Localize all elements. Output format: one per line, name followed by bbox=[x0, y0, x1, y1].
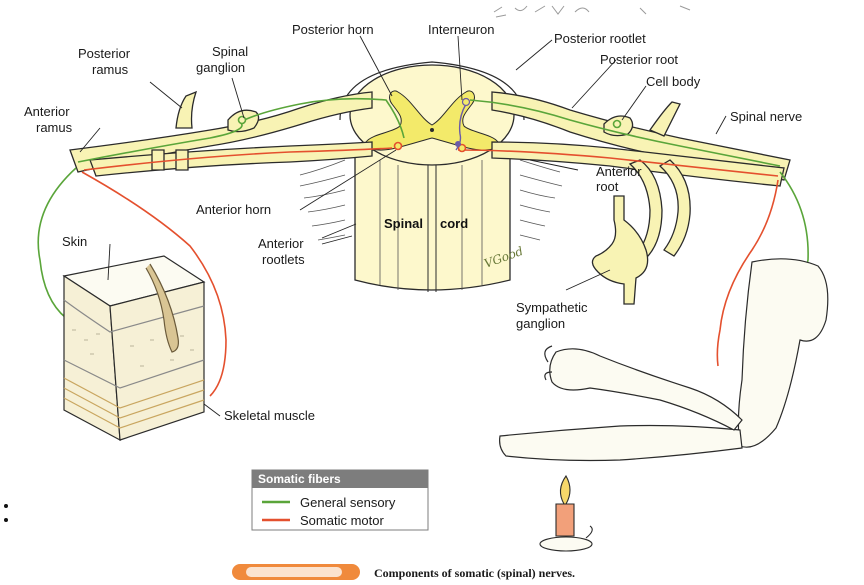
label-anterior-ramus-2: ramus bbox=[36, 120, 73, 135]
legend: Somatic fibers General sensory Somatic m… bbox=[252, 470, 428, 530]
label-anterior-root-1: Anterior bbox=[596, 164, 642, 179]
label-posterior-horn: Posterior horn bbox=[292, 22, 374, 37]
label-anterior-ramus-1: Anterior bbox=[24, 104, 70, 119]
label-anterior-rootlets-1: Anterior bbox=[258, 236, 304, 251]
label-spinal-ganglion-2: ganglion bbox=[196, 60, 245, 75]
skin-block bbox=[64, 256, 204, 440]
label-anterior-rootlets-2: rootlets bbox=[262, 252, 305, 267]
caption-text: Components of somatic (spinal) nerves. bbox=[374, 566, 575, 580]
label-cell-body: Cell body bbox=[646, 74, 701, 89]
label-spinal-cord-left: Spinal bbox=[384, 216, 423, 231]
sympathetic-ganglion bbox=[592, 196, 647, 304]
legend-title: Somatic fibers bbox=[258, 472, 341, 486]
gray-ramus-stub-1 bbox=[152, 150, 164, 170]
label-spinal-nerve: Spinal nerve bbox=[730, 109, 802, 124]
legend-item-sensory: General sensory bbox=[300, 495, 396, 510]
label-anterior-horn: Anterior horn bbox=[196, 202, 271, 217]
upper-hand bbox=[550, 349, 742, 430]
figure-caption: Components of somatic (spinal) nerves. bbox=[232, 564, 575, 580]
label-anterior-root-2: root bbox=[596, 179, 619, 194]
forearm bbox=[500, 426, 742, 461]
label-skin: Skin bbox=[62, 234, 87, 249]
label-sympathetic-ganglion-2: ganglion bbox=[516, 316, 565, 331]
posterior-ramus bbox=[176, 92, 196, 128]
bullet-dot-2 bbox=[4, 518, 8, 522]
label-skeletal-muscle: Skeletal muscle bbox=[224, 408, 315, 423]
upper-arm bbox=[738, 259, 827, 447]
bullet-dot-1 bbox=[4, 504, 8, 508]
label-posterior-root: Posterior root bbox=[600, 52, 678, 67]
label-interneuron: Interneuron bbox=[428, 22, 495, 37]
handwriting-scribble bbox=[494, 6, 690, 17]
label-sympathetic-ganglion-1: Sympathetic bbox=[516, 300, 588, 315]
legend-item-motor: Somatic motor bbox=[300, 513, 384, 528]
label-spinal-ganglion-1: Spinal bbox=[212, 44, 248, 59]
candle bbox=[540, 476, 592, 551]
right-posterior-ramus bbox=[650, 102, 680, 136]
label-spinal-cord-right: cord bbox=[440, 216, 468, 231]
label-posterior-ramus-1: Posterior bbox=[78, 46, 131, 61]
arm-illustration bbox=[500, 259, 828, 461]
label-posterior-rootlet: Posterior rootlet bbox=[554, 31, 646, 46]
label-posterior-ramus-2: ramus bbox=[92, 62, 129, 77]
